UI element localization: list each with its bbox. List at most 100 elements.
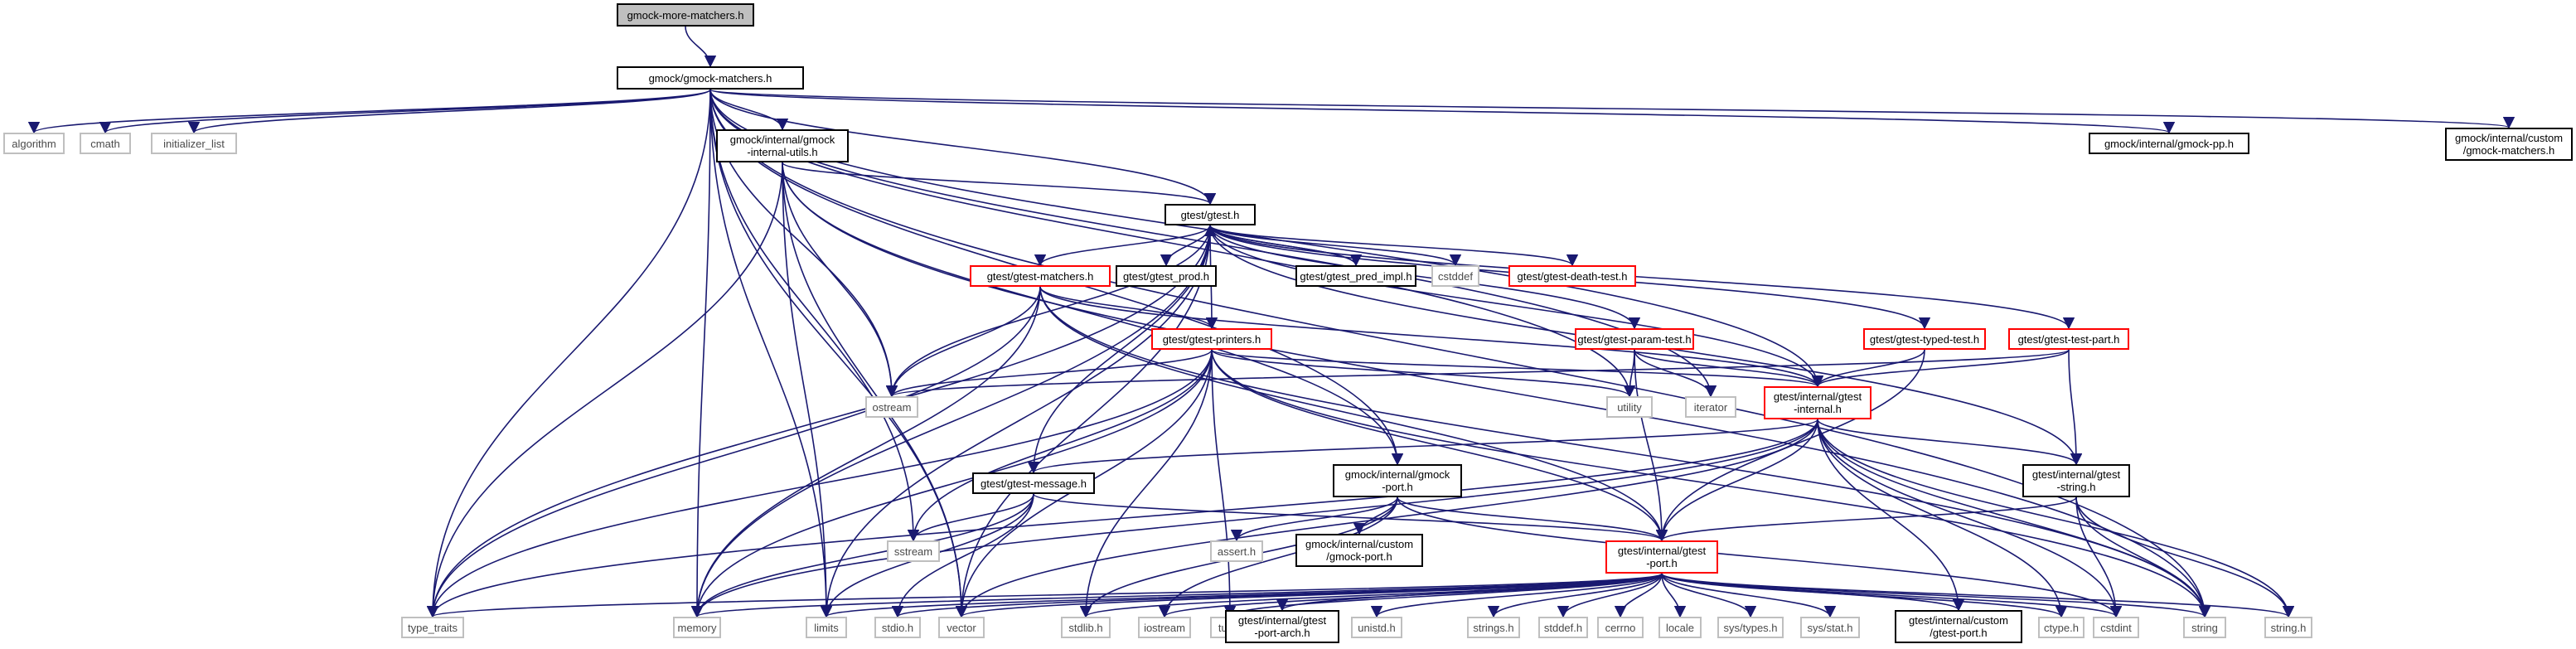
edge-giu-to-limits [782,162,833,618]
edge-gstr-to-cstdint [2075,496,2123,618]
edge-gport-to-vector [956,573,1663,618]
node-assert: assert.h [1210,540,1263,562]
node-gparch[interactable]: gtest/internal/gtest -port-arch.h [1225,610,1339,643]
node-cstdint: cstdint [2093,617,2139,638]
edge-gport-to-stddef [1557,573,1663,618]
node-ostream: ostream [865,396,918,418]
node-giu[interactable]: gmock/internal/gmock -internal-utils.h [716,129,849,162]
node-gcm[interactable]: gmock/internal/custom /gmock-matchers.h [2445,128,2573,161]
node-gmport[interactable]: gmock/internal/gmock -port.h [1333,464,1462,497]
node-sysstat: sys/stat.h [1800,617,1860,638]
edge-gint-to-type_traits [427,419,1818,618]
edge-gtest-to-gtmatch [1034,225,1211,267]
edge-gport-to-strings [1487,573,1663,618]
node-gport[interactable]: gtest/internal/gtest -port.h [1605,540,1718,574]
edge-gtpart-to-gint [1811,349,2070,388]
edge-gint-to-ctype [1817,419,2068,618]
edge-gm-to-initlist [188,89,711,134]
edge-gstr-to-string [2075,496,2211,618]
edge-gmport-to-assert [1230,496,1398,542]
node-gtyped[interactable]: gtest/gtest-typed-test.h [1863,328,1986,350]
edge-gmsg-to-gport [1033,493,1668,542]
edge-gint-to-gcgport [1817,419,1965,612]
edge-gprint-to-utility [1211,349,1635,398]
edge-gtmatch-to-gport [1039,286,1668,542]
edge-gtest-to-gdeath [1209,225,1578,267]
edge-gprint-to-type_traits [426,349,1213,618]
edge-gport-to-tuple [1224,573,1663,618]
edge-gparam-to-iterator [1634,349,1717,398]
edge-gm-to-gtest [709,89,1217,206]
edge-gport-to-type_traits [427,573,1663,618]
node-sstream: sstream [887,540,940,562]
node-utility: utility [1606,396,1653,418]
edge-gtmatch-to-ostream [885,286,1041,398]
edge-gtpart-to-ostream [886,349,2070,398]
edge-gprint-to-gint [1211,349,1823,388]
edge-gint-to-gstr [1817,419,2083,466]
edge-gint-to-vector [955,419,1818,618]
edge-gport-to-cerrno [1614,573,1663,618]
edge-gm-to-vector [709,89,968,618]
node-algorithm: algorithm [3,133,65,154]
node-gmsg[interactable]: gtest/gtest-message.h [972,472,1095,494]
node-gmm: gmock-more-matchers.h [617,3,754,27]
edge-gtyped-to-gport [1655,349,1925,542]
edge-gstr-to-gport [1656,496,2077,542]
node-cerrno: cerrno [1597,617,1644,638]
node-gtmatch[interactable]: gtest/gtest-matchers.h [970,265,1111,287]
edge-gmsg-to-memory [690,493,1034,618]
node-locale: locale [1658,617,1702,638]
edge-gprint-to-sstream [907,349,1213,542]
node-cmath: cmath [80,133,131,154]
edge-gport-to-unistd [1370,573,1663,618]
edge-gtpart-to-gstr [2068,349,2083,466]
node-gtpart[interactable]: gtest/gtest-test-part.h [2008,328,2129,350]
edge-gtest-to-limits [820,225,1211,618]
node-gpred[interactable]: gtest/gtest_pred_impl.h [1295,265,1416,287]
node-gcport[interactable]: gmock/internal/custom /gmock-port.h [1295,534,1423,567]
node-gcgport[interactable]: gtest/internal/custom /gtest-port.h [1895,610,2022,643]
edge-gm-to-string [709,89,2211,618]
edge-giu-to-gmport [782,162,1404,466]
edge-gtmatch-to-memory [690,286,1041,618]
edge-gmsg-to-stdio [891,493,1034,618]
edge-gm-to-algorithm [28,89,711,134]
edge-gport-to-sysstat [1661,573,1837,618]
edge-gport-to-systypes [1661,573,1757,618]
edge-gparam-to-gport [1634,349,1668,542]
edge-gint-to-memory [690,419,1818,618]
node-memory: memory [673,617,721,638]
node-gprod[interactable]: gtest/gtest_prod.h [1116,265,1217,287]
node-stdlib: stdlib.h [1061,617,1111,638]
edge-gtest-to-gtpart [1209,225,2075,330]
edge-gparam-to-gint [1634,349,1824,388]
edge-gstr-to-stringh [2075,496,2295,618]
node-gm[interactable]: gmock/gmock-matchers.h [617,66,804,90]
edge-gtest-to-type_traits [426,225,1211,618]
edge-gint-to-gmsg [1028,419,1818,474]
edge-gmport-to-gport [1397,496,1668,542]
node-iostream: iostream [1138,617,1191,638]
node-gint[interactable]: gtest/internal/gtest -internal.h [1764,386,1871,419]
edge-gparam-to-utility [1623,349,1636,398]
node-gtest[interactable]: gtest/gtest.h [1165,204,1256,225]
node-gpp[interactable]: gmock/internal/gmock-pp.h [2089,133,2249,154]
node-gparam[interactable]: gtest/gtest-param-test.h [1575,328,1694,350]
node-gdeath[interactable]: gtest/gtest-death-test.h [1508,265,1636,287]
edge-gport-to-cstdint [1661,573,2122,618]
node-gprint[interactable]: gtest/gtest-printers.h [1151,328,1272,350]
edge-gm-to-sstream [709,89,920,542]
edge-gmport-to-cstdint [1397,496,2123,618]
node-string: string [2183,617,2226,638]
edge-gpred-to-gtest [1203,224,1357,266]
node-strings: strings.h [1467,617,1520,638]
edge-gtest-to-gint [1209,225,1824,388]
edge-gmm-to-gm [685,26,717,68]
node-gstr[interactable]: gtest/internal/gtest -string.h [2022,464,2130,497]
edge-giu-to-string [782,162,2211,618]
node-initlist: initializer_list [151,133,237,154]
edge-gtest-to-cstddef [1209,225,1462,267]
